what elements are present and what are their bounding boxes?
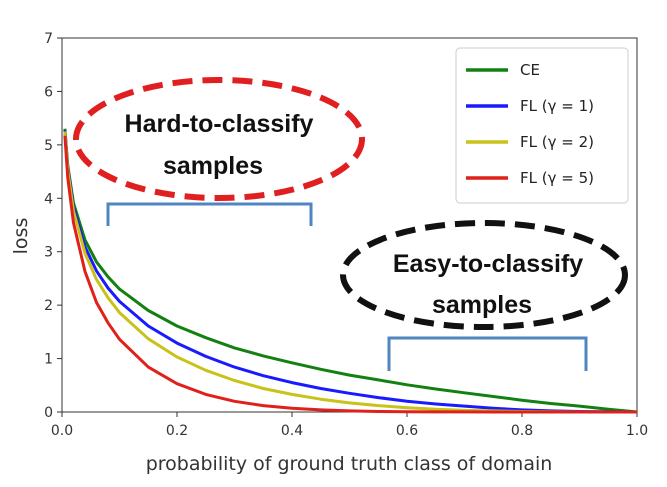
y-tick-label: 7 — [44, 31, 53, 47]
x-axis-ticks: 0.0 0.2 0.4 0.6 0.8 1.0 — [51, 412, 648, 439]
y-axis-ticks: 0 1 2 3 4 5 6 7 — [44, 31, 62, 421]
x-tick-label: 0.2 — [166, 423, 188, 439]
y-tick-label: 6 — [44, 84, 53, 100]
y-tick-label: 1 — [44, 352, 53, 368]
legend: CE FL (γ = 1) FL (γ = 2) FL (γ = 5) — [455, 47, 629, 204]
x-tick-label: 0.4 — [281, 423, 303, 439]
series-line-1 — [63, 130, 638, 414]
hard-callout-line1: Hard-to-classify — [125, 110, 314, 138]
series-line-0 — [63, 128, 638, 414]
easy-callout: Easy-to-classify samples — [340, 220, 628, 330]
x-axis-label: probability of ground truth class of dom… — [146, 453, 553, 475]
legend-label: CE — [520, 61, 540, 79]
hard-callout-line2: samples — [163, 152, 263, 180]
y-tick-label: 0 — [44, 405, 53, 421]
legend-label: FL (γ = 1) — [520, 97, 594, 115]
easy-bracket — [387, 336, 588, 371]
y-tick-label: 3 — [44, 245, 53, 261]
easy-callout-line1: Easy-to-classify — [393, 250, 583, 278]
y-axis-label: loss — [10, 218, 32, 255]
x-tick-label: 0.8 — [511, 423, 533, 439]
legend-label: FL (γ = 5) — [520, 169, 594, 187]
easy-callout-ellipse — [340, 220, 628, 330]
y-tick-label: 4 — [44, 191, 53, 207]
series-line-3 — [63, 135, 637, 414]
x-tick-label: 0.6 — [396, 423, 418, 439]
hard-bracket — [106, 202, 313, 226]
x-tick-label: 0.0 — [51, 423, 73, 439]
y-tick-label: 5 — [44, 138, 53, 154]
hard-callout: Hard-to-classify samples — [73, 77, 365, 201]
legend-box — [455, 47, 629, 204]
series-lines — [63, 128, 638, 414]
easy-callout-line2: samples — [432, 291, 532, 319]
x-tick-label: 1.0 — [626, 423, 648, 439]
hard-callout-ellipse — [73, 77, 365, 201]
y-tick-label: 2 — [44, 298, 53, 314]
legend-label: FL (γ = 2) — [520, 133, 594, 151]
